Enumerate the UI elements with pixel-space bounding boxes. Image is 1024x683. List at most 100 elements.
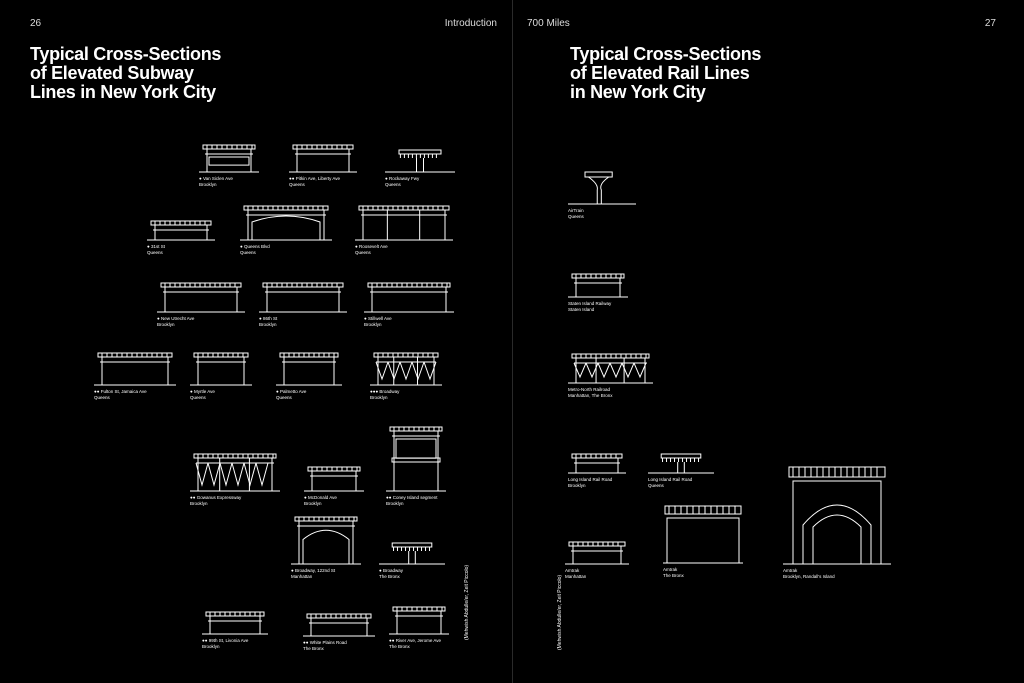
cross-section-drawing — [147, 220, 215, 241]
cross-section-drawing — [389, 606, 449, 635]
cross-section-drawing — [386, 426, 446, 492]
cross-section-drawing — [364, 282, 454, 313]
section-name-left: Introduction — [444, 18, 497, 29]
line-bullet-icon: ● — [303, 640, 306, 645]
page-number-right: 27 — [984, 18, 996, 29]
line-bullet-icon: ● — [259, 316, 262, 321]
line-bullet-icon: ● — [204, 638, 208, 643]
line-bullet-icon: ● — [375, 389, 379, 394]
line-bullet-icon: ● — [157, 316, 160, 321]
cross-section-drawing — [240, 205, 332, 241]
cross-section-drawing — [157, 282, 245, 313]
line-bullet-icon: ● — [192, 495, 196, 500]
cross-section-drawing — [568, 273, 628, 298]
page-title-left: Typical Cross-Sections of Elevated Subwa… — [30, 44, 222, 102]
cross-section-drawing — [568, 453, 626, 474]
line-bullet-icon: ● — [388, 495, 392, 500]
cross-section-drawing — [291, 516, 361, 565]
line-bullet-icon: ● — [370, 389, 373, 394]
line-bullet-icon: ● — [289, 176, 292, 181]
cross-section-drawing — [568, 353, 653, 384]
line-bullet-icon: ● — [385, 176, 388, 181]
line-bullet-icon: ● — [190, 495, 193, 500]
cross-section-drawing — [304, 466, 364, 492]
cross-section-drawing — [202, 611, 268, 635]
line-bullet-icon: ● — [190, 389, 193, 394]
cross-section-drawing — [568, 171, 636, 205]
line-bullet-icon: ● — [96, 389, 100, 394]
line-bullet-icon: ● — [379, 568, 382, 573]
cross-section-drawing — [276, 352, 342, 386]
line-bullet-icon: ● — [372, 389, 376, 394]
cross-section-drawing — [355, 205, 453, 241]
cross-section-drawing — [190, 453, 280, 492]
page-title-right: Typical Cross-Sections of Elevated Rail … — [570, 44, 762, 102]
line-bullet-icon: ● — [291, 568, 294, 573]
cross-section-drawing — [379, 542, 445, 565]
cross-section-drawing — [259, 282, 347, 313]
line-bullet-icon: ● — [94, 389, 97, 394]
line-bullet-icon: ● — [355, 244, 358, 249]
cross-section-drawing — [190, 352, 252, 386]
cross-section-drawing — [199, 144, 259, 173]
left-page: 26 Introduction Typical Cross-Sections o… — [30, 18, 497, 651]
credit-left: (Mehwish Abdulle/er, Zeit Piccolo) — [464, 564, 470, 640]
cross-section-drawing — [303, 613, 375, 637]
cross-section-drawing — [565, 541, 629, 565]
credit-right: (Mehwish Abdulle/er, Zeit Piccolo) — [557, 574, 563, 650]
cross-section-drawing — [648, 453, 714, 474]
cross-section-drawing — [783, 466, 891, 565]
line-bullet-icon: ● — [202, 638, 205, 643]
page-number-left: 26 — [30, 18, 42, 29]
line-bullet-icon: ● — [389, 638, 392, 643]
line-bullet-icon: ● — [305, 640, 309, 645]
cross-section-drawing — [663, 505, 743, 564]
section-name-right: 700 Miles — [527, 18, 570, 29]
line-bullet-icon: ● — [291, 176, 295, 181]
line-bullet-icon: ● — [364, 316, 367, 321]
